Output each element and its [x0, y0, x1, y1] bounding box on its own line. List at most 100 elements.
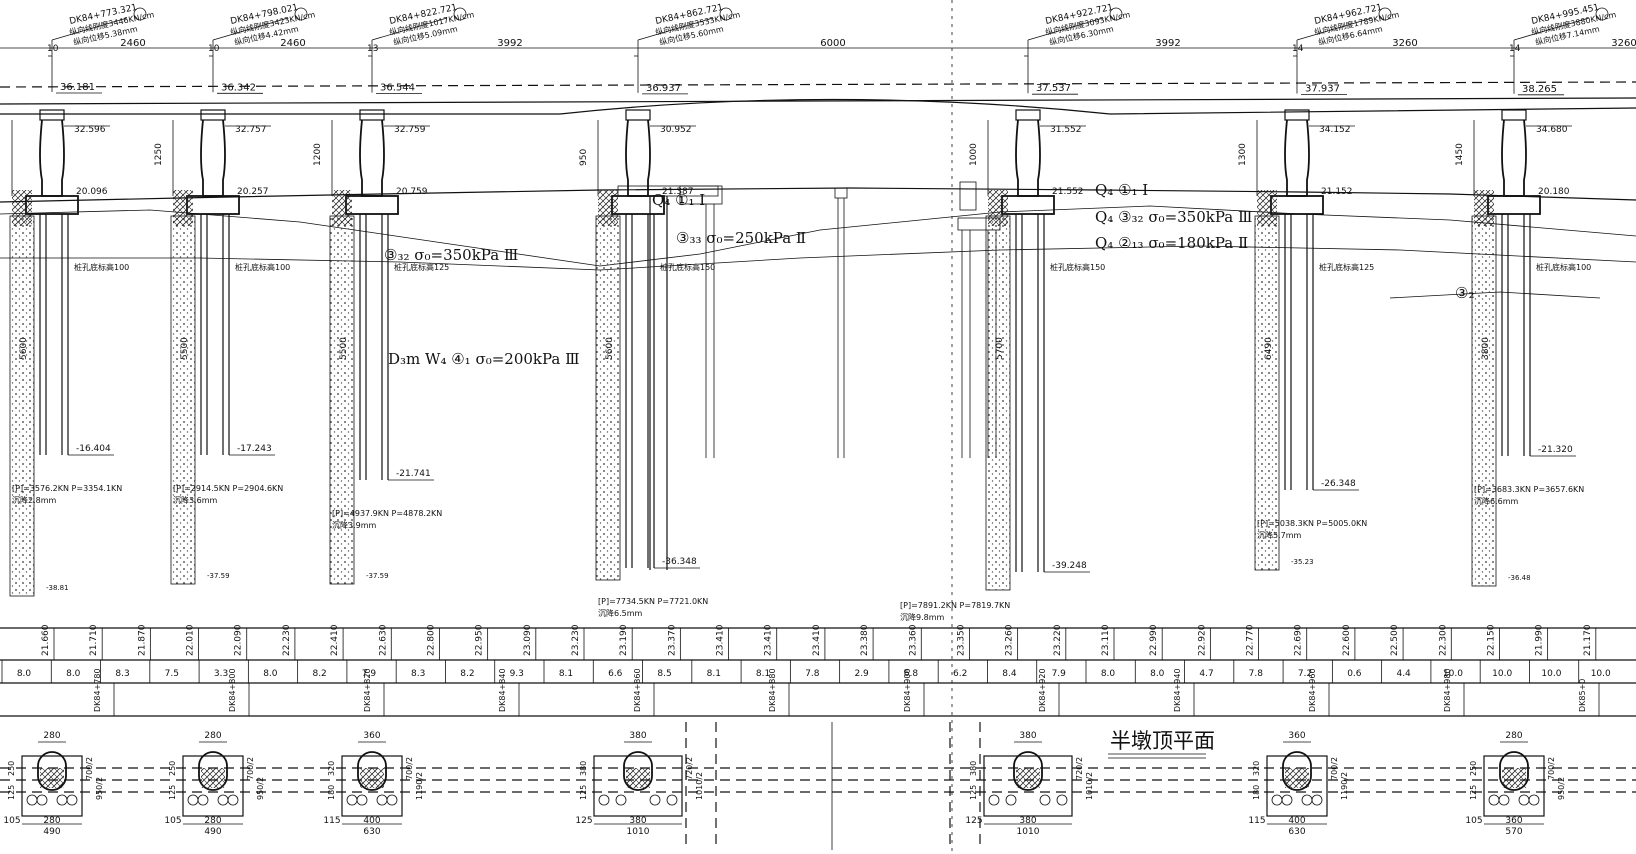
- pier-4: DK84+862.721纵向线刚度3533KN/cm纵向位移5.60mm36.9…: [579, 3, 741, 618]
- pier-ground-elevation: 21.552: [1052, 187, 1084, 197]
- spacing-value: 7.5: [165, 669, 179, 679]
- ground-elevation-value: 23.230: [571, 624, 581, 656]
- spacing-value: 8.2: [312, 669, 326, 679]
- station-label: DK84+900: [903, 668, 912, 712]
- pile-settlement: 沉降2.8mm: [12, 495, 57, 505]
- ground-elevation-value: 23.380: [860, 624, 870, 656]
- pile-reference-label: 桩孔底标高150: [1050, 262, 1105, 272]
- ground-elevation-value: 23.410: [812, 624, 822, 656]
- borehole-depth: -38.81: [46, 584, 69, 592]
- plan-v2-dim: 380: [969, 761, 978, 776]
- pile-bottom-elevation: -26.348: [1321, 479, 1356, 489]
- station-label: DK84+800: [228, 668, 237, 712]
- pile-length-dim: 5500: [339, 337, 349, 360]
- spacing-value: 7.9: [1052, 669, 1067, 679]
- pile-bearing-capacity: [P]=7891.2KN P=7819.7KN: [900, 601, 1010, 610]
- ground-elevation-value: 21.870: [137, 624, 147, 656]
- pile-bearing-capacity: [P]=2914.5KN P=2904.6KN: [173, 484, 283, 493]
- ground-elevation-value: 21.660: [41, 624, 51, 656]
- station-label: DK84+820: [363, 668, 372, 712]
- plan-v1-dim: 180: [1252, 785, 1261, 800]
- ground-elevation-value: 22.990: [1149, 624, 1159, 656]
- pier-deck-elevation: 36.937: [646, 83, 681, 94]
- pier-deck-elevation: 37.937: [1305, 84, 1340, 95]
- span-length-label: 2460: [120, 38, 145, 49]
- ground-elevation-value: 22.410: [330, 624, 340, 656]
- spacing-value: 6.8: [904, 669, 919, 679]
- pier-height-dim: 1450: [1455, 143, 1465, 166]
- ground-elevation-value: 22.600: [1342, 624, 1352, 656]
- plan-v2-dim: 250: [1469, 761, 1478, 776]
- pile-bottom-elevation: -21.741: [396, 469, 431, 479]
- plan-top-dim: 360: [363, 731, 380, 741]
- pile-bearing-capacity: [P]=4937.9KN P=4878.2KN: [332, 509, 442, 518]
- spacing-value: 6.2: [953, 669, 967, 679]
- plan-v4-dim: 950/2: [1557, 777, 1566, 800]
- plan-v1-dim: 125: [969, 785, 978, 800]
- station-label: DK84+980: [1443, 668, 1452, 712]
- plan-inner-dim: 400: [363, 816, 380, 826]
- span-length-label: 3992: [1155, 38, 1180, 49]
- pier-ground-elevation: 20.759: [396, 187, 428, 197]
- spacing-value: 7.8: [1249, 669, 1264, 679]
- plan-top-dim: 380: [629, 731, 646, 741]
- pier-height-dim: 1200: [313, 143, 323, 166]
- plan-inner-dim: 380: [629, 816, 646, 826]
- ground-elevation-value: 23.110: [1101, 624, 1111, 656]
- plan-width-dim: 490: [204, 827, 221, 837]
- spacing-value: 0.6: [1347, 669, 1362, 679]
- plan-v4-dim: 1010/2: [1085, 772, 1094, 800]
- pier-ground-elevation: 20.096: [76, 187, 108, 197]
- station-label: DK84+940: [1173, 668, 1182, 712]
- pile-reference-label: 桩孔底标高125: [394, 262, 449, 272]
- borehole-depth: -35.23: [1291, 558, 1314, 566]
- soil-layer-d3: D₃m W₄ ④₁ σ₀=200kPa Ⅲ: [388, 350, 580, 368]
- plan-v4-dim: 1010/2: [695, 772, 704, 800]
- soil-layer-q4-top-left: Q₄ ①₁ Ⅰ: [652, 191, 705, 209]
- pile-reference-label: 桩孔底标高150: [660, 262, 715, 272]
- ground-elevation-value: 22.230: [282, 624, 292, 656]
- spacing-value: 9.3: [510, 669, 524, 679]
- pier-deck-elevation: 38.265: [1522, 84, 1557, 95]
- pile-length-dim: 6490: [1264, 337, 1274, 360]
- station-label: DK85+0: [1578, 679, 1587, 712]
- spacing-value: 8.0: [263, 669, 278, 679]
- pile-reference-label: 桩孔底标高125: [1319, 262, 1374, 272]
- plan-v2-dim: 320: [1252, 761, 1261, 776]
- ground-elevation-value: 23.360: [908, 624, 918, 656]
- ground-elevation-value: 22.800: [426, 624, 436, 656]
- pier-height-dim: 1000: [969, 143, 979, 166]
- plan-side-dim: 125: [965, 816, 982, 826]
- pile-settlement: 沉降3.9mm: [332, 520, 377, 530]
- pier-ground-elevation: 20.257: [237, 187, 269, 197]
- plan-inner-dim: 280: [43, 816, 60, 826]
- pile-bottom-elevation: -16.404: [76, 444, 111, 454]
- spacing-value: 8.1: [707, 669, 721, 679]
- pile-length-dim: 5700: [995, 337, 1005, 360]
- pile-length-dim: 5600: [605, 337, 615, 360]
- ground-elevation-value: 22.300: [1438, 624, 1448, 656]
- ground-elevation-value: 21.710: [89, 624, 99, 656]
- ground-line: [0, 187, 1636, 203]
- pier-deck-elevation: 37.537: [1036, 83, 1071, 94]
- spacing-value: 7.8: [805, 669, 820, 679]
- plan-v3-dim: 700/2: [246, 757, 255, 780]
- span-length-label: 6000: [820, 38, 845, 49]
- pier-5: DK84+922.721纵向线刚度3093KN/cm纵向位移6.30mm37.5…: [900, 3, 1131, 622]
- pile-reference-label: 桩孔底标高100: [1536, 262, 1591, 272]
- pile-settlement: 沉降5.7mm: [1257, 530, 1302, 540]
- soil-layer-33-left: ③₃₃ σ₀=250kPa Ⅱ: [676, 229, 806, 247]
- plan-top-dim: 280: [43, 731, 60, 741]
- spacing-value: 7.9: [362, 669, 377, 679]
- station-label: DK84+780: [93, 668, 102, 712]
- spacing-value: 8.5: [657, 669, 671, 679]
- soil-layer-32-right: ③₂: [1455, 284, 1474, 302]
- plan-side-dim: 105: [1465, 816, 1482, 826]
